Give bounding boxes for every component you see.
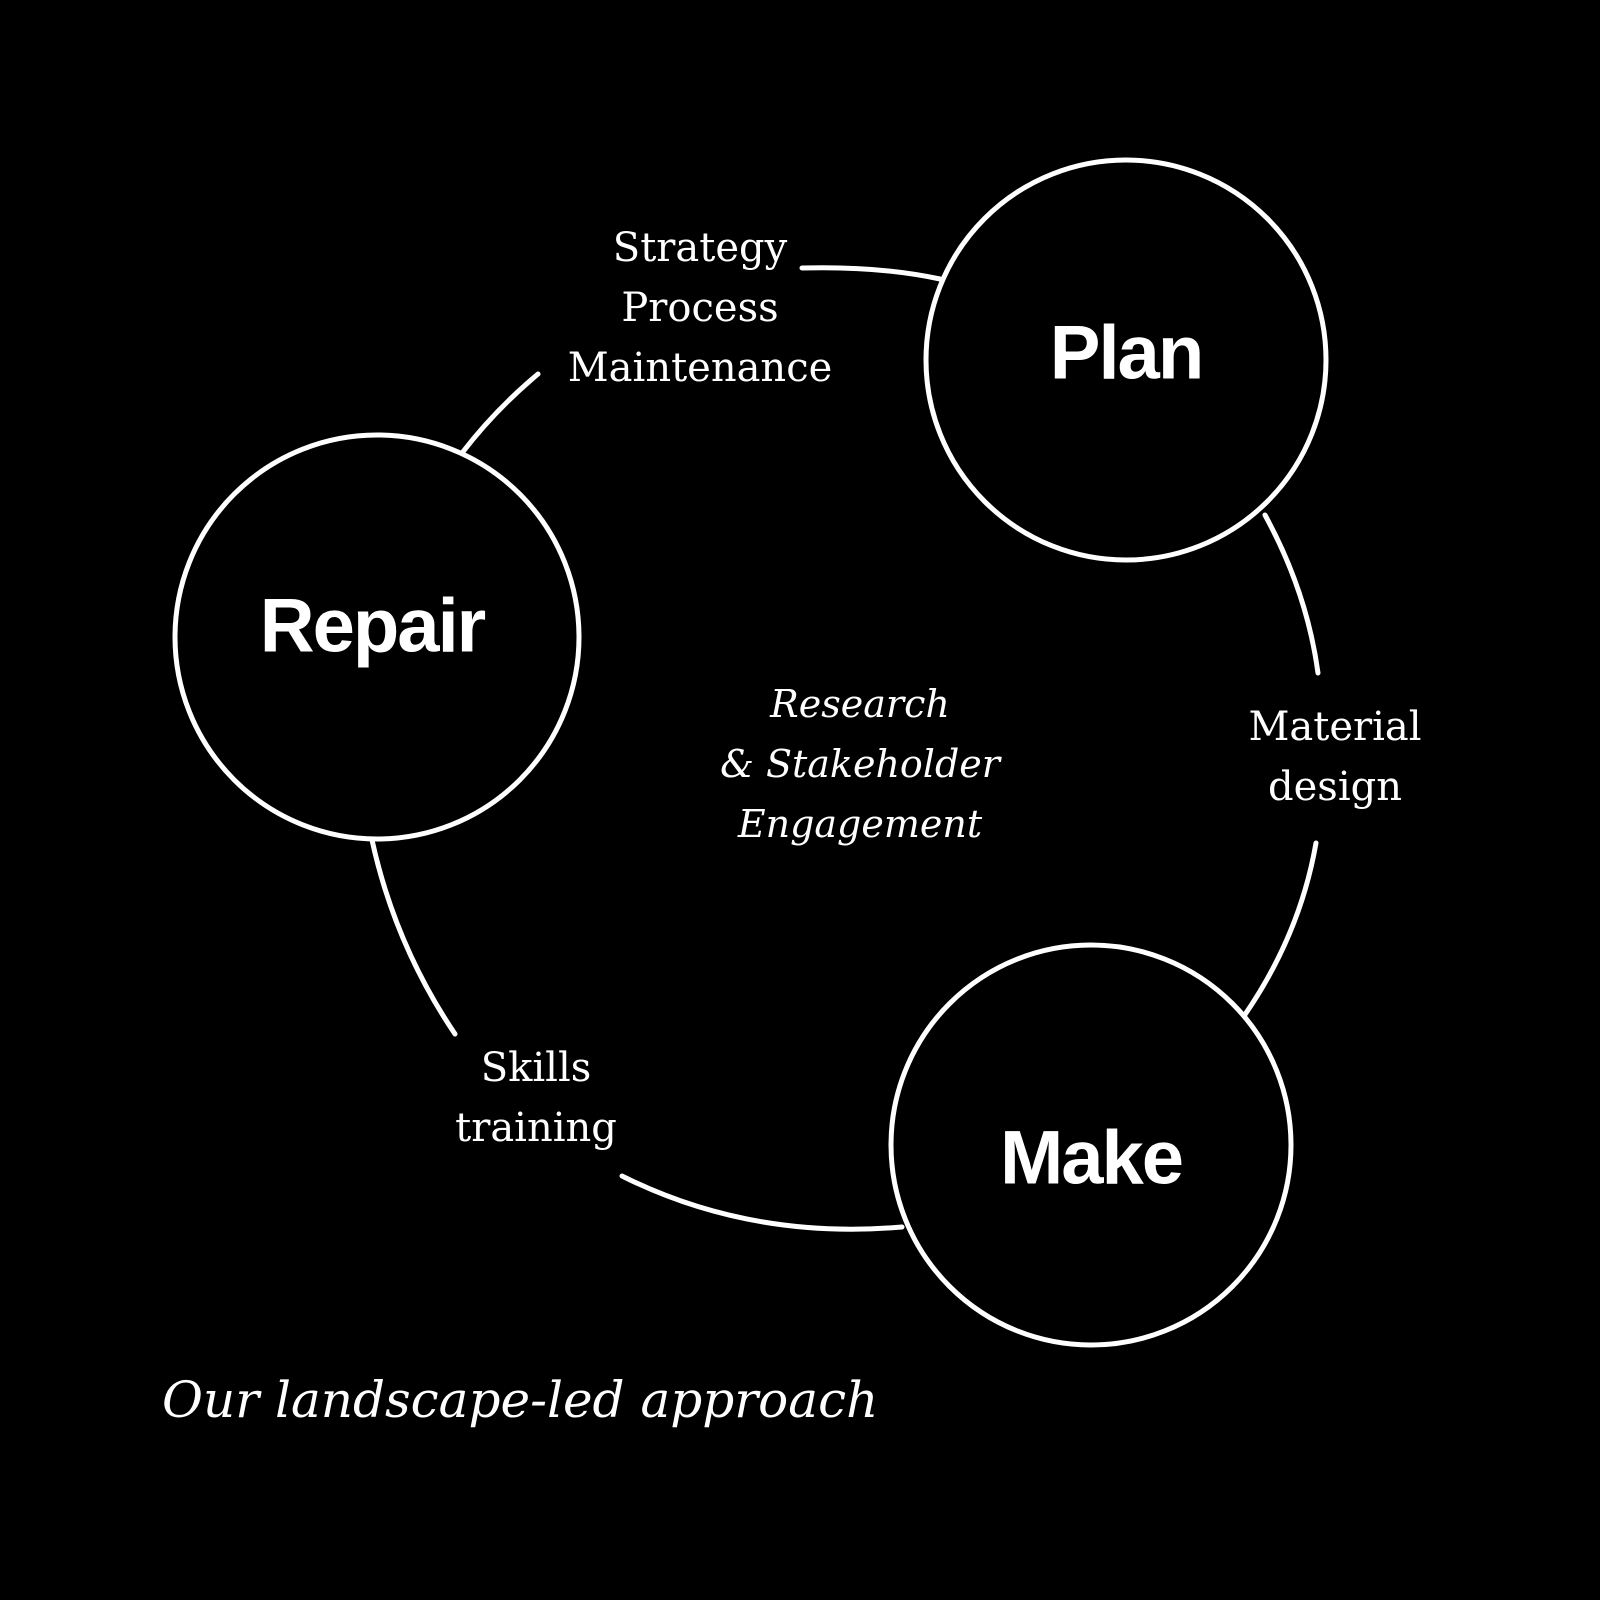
repair-circle — [172, 432, 582, 842]
arc-make-to-repair-left — [369, 837, 458, 1037]
link-text: Skills — [480, 1045, 592, 1091]
center-label: Research & Stakeholder Engagement — [720, 674, 1000, 854]
link-text: training — [455, 1105, 617, 1151]
repair-label: Repair — [259, 583, 487, 669]
make-circle — [888, 942, 1294, 1348]
link-text: design — [1268, 764, 1402, 810]
link-text: Process — [621, 285, 779, 331]
make-label: Make — [999, 1115, 1184, 1201]
link-label-plan-make: Material design — [1248, 697, 1421, 817]
caption: Our landscape-led approach — [162, 1371, 879, 1429]
link-text: Material — [1248, 704, 1422, 750]
center-text: Research — [770, 682, 950, 726]
arc-plan-to-make-upper — [1262, 512, 1321, 676]
link-text: Strategy — [612, 225, 788, 271]
arc-plan-to-make-lower — [1241, 840, 1319, 1019]
center-text: Engagement — [737, 802, 983, 846]
plan-label: Plan — [1049, 310, 1204, 396]
link-text: Maintenance — [567, 345, 833, 391]
link-label-make-repair: Skills training — [455, 1038, 617, 1158]
center-text: & Stakeholder — [720, 742, 1000, 786]
plan-circle — [923, 157, 1329, 563]
arc-repair-to-plan-upper — [799, 265, 943, 282]
link-label-repair-plan: Strategy Process Maintenance — [568, 218, 833, 398]
arc-repair-to-plan-lower — [459, 371, 541, 456]
arc-make-to-repair-right — [619, 1173, 905, 1232]
